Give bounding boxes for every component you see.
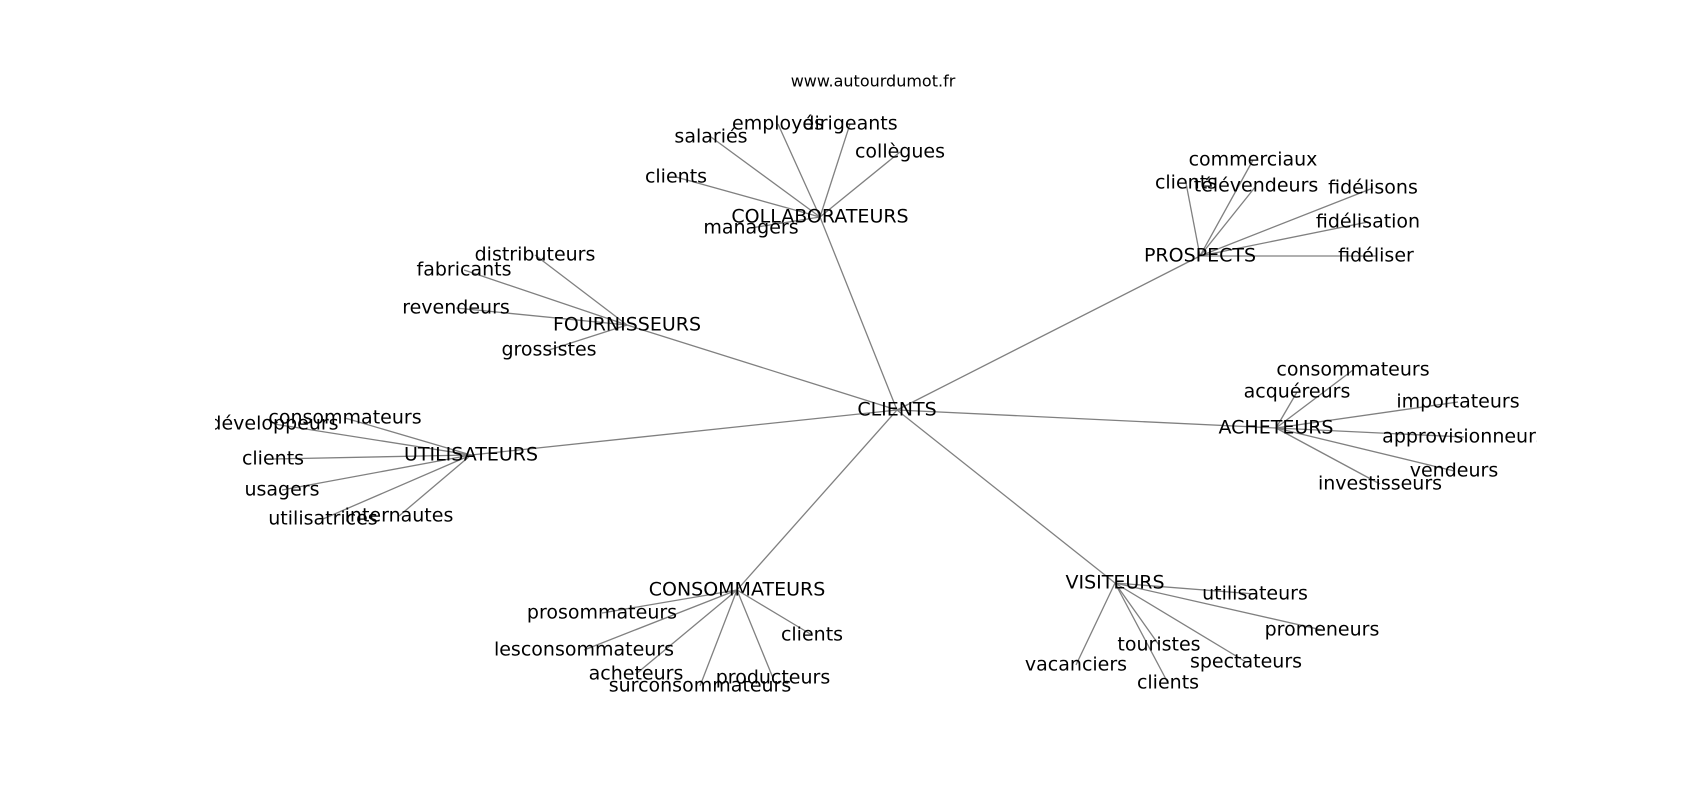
- leaf-node-label: spectateurs: [1190, 651, 1302, 673]
- edge-hub-to-leaf: [398, 454, 472, 517]
- edge-hub-to-leaf: [710, 136, 821, 218]
- edge-hub-to-leaf: [699, 589, 738, 687]
- edge-hub-to-leaf: [281, 454, 472, 491]
- edge-hub-to-leaf: [819, 123, 851, 218]
- edges: [272, 123, 1465, 687]
- edge-hub-to-leaf: [1114, 582, 1323, 631]
- leaf-node-label: consommateurs: [268, 407, 421, 429]
- edge-hub-to-leaf: [1275, 427, 1455, 472]
- leaf-node-label: usagers: [244, 479, 319, 501]
- edge-hub-to-leaf: [322, 454, 472, 520]
- edge-hub-to-leaf: [1275, 427, 1381, 485]
- leaf-node-label: lesconsommateurs: [494, 639, 674, 661]
- edge-hub-to-leaf: [534, 254, 628, 326]
- leaf-node-label: dirigeants: [802, 113, 897, 135]
- edge-hub-to-leaf: [819, 151, 901, 218]
- hub-node-label: COLLABORATEURS: [731, 206, 908, 228]
- hub-node-label: FOURNISSEURS: [553, 314, 701, 336]
- edge-hub-to-leaf: [1199, 187, 1374, 257]
- edge-hub-to-leaf: [1114, 582, 1256, 595]
- edge-hub-to-leaf: [1114, 582, 1169, 684]
- edge-hub-to-leaf: [1275, 401, 1459, 429]
- leaf-node-label: commerciaux: [1189, 149, 1318, 171]
- leaf-node-label: managers: [703, 217, 798, 239]
- hub-node-label: ACHETEURS: [1218, 417, 1333, 439]
- edge-center-to-hub: [470, 409, 898, 456]
- edge-hub-to-leaf: [736, 589, 774, 679]
- edge-hub-to-leaf: [1114, 582, 1160, 646]
- leaf-node-label: internautes: [345, 505, 454, 527]
- leaf-node-label: salariés: [674, 126, 747, 148]
- leaf-node-label: promeneurs: [1265, 619, 1380, 641]
- leaf-node-label: clients: [781, 624, 843, 646]
- edge-hub-to-leaf: [583, 589, 738, 651]
- leaf-node-label: investisseurs: [1318, 473, 1442, 495]
- edge-hub-to-leaf: [1185, 182, 1201, 257]
- leaf-node-label: consommateurs: [1276, 359, 1429, 381]
- edge-hub-to-leaf: [463, 269, 628, 326]
- edge-hub-to-leaf: [548, 324, 628, 351]
- leaf-node-label: producteurs: [716, 667, 831, 689]
- hub-node-label: VISITEURS: [1065, 572, 1164, 594]
- edge-hub-to-leaf: [455, 307, 628, 326]
- leaf-node-label: grossistes: [501, 339, 596, 361]
- leaf-node-label: clients: [645, 166, 707, 188]
- leaf-node-label: prosommateurs: [527, 602, 677, 624]
- watermark: www.autourdumot.fr: [791, 72, 956, 91]
- edge-hub-to-leaf: [736, 589, 813, 636]
- edge-hub-to-leaf: [1199, 185, 1257, 257]
- leaf-node-label: importateurs: [1396, 391, 1519, 413]
- hub-node-label: UTILISATEURS: [404, 444, 538, 466]
- leaf-node-label: utilisateurs: [1202, 583, 1308, 605]
- edge-hub-to-leaf: [635, 589, 738, 675]
- leaf-node-label: acheteurs: [589, 663, 684, 685]
- edge-hub-to-leaf: [344, 417, 472, 456]
- edge-hub-to-leaf: [1199, 159, 1254, 257]
- leaf-node-label: clients: [1155, 172, 1217, 194]
- node-labels: CLIENTS COLLABORATEURS salariésemployésdir…: [209, 113, 1546, 697]
- leaf-node-label: fabricants: [417, 259, 512, 281]
- leaf-node-label: vacanciers: [1025, 654, 1127, 676]
- edge-hub-to-leaf: [1275, 391, 1298, 429]
- edge-center-to-hub: [736, 409, 898, 591]
- leaf-node-label: fidélisons: [1328, 177, 1418, 199]
- edge-hub-to-leaf: [675, 176, 821, 218]
- center-node-label: CLIENTS: [857, 399, 936, 421]
- leaf-node-label: clients: [242, 448, 304, 470]
- edge-hub-to-leaf: [1075, 582, 1116, 666]
- leaf-node-label: développeurs: [209, 413, 338, 435]
- leaf-node-label: vendeurs: [1410, 460, 1498, 482]
- edge-hub-to-leaf: [273, 423, 472, 456]
- edge-hub-to-leaf: [1199, 221, 1369, 257]
- edge-hub-to-leaf: [750, 216, 821, 229]
- leaf-node-label: fidéliser: [1338, 245, 1414, 267]
- leaf-node-label: touristes: [1117, 634, 1200, 656]
- edge-center-to-hub: [896, 409, 1116, 584]
- edge-hub-to-leaf: [1275, 427, 1465, 438]
- leaf-node-label: employés: [732, 113, 824, 135]
- edge-center-to-hub: [896, 409, 1277, 429]
- hub-node-label: CONSOMMATEURS: [649, 579, 826, 601]
- edge-hub-to-leaf: [272, 454, 472, 460]
- edge-center-to-hub: [819, 216, 898, 411]
- leaf-node-label: approvisionneurs: [1382, 426, 1546, 448]
- leaf-node-label: fidélisation: [1316, 211, 1420, 233]
- edge-hub-to-leaf: [1275, 369, 1354, 429]
- leaf-node-label: acquéreurs: [1244, 381, 1351, 403]
- hub-node-label: PROSPECTS: [1144, 245, 1256, 267]
- leaf-node-label: collègues: [855, 141, 945, 163]
- edge-hub-to-leaf: [1114, 582, 1247, 663]
- leaf-node-label: télévendeurs: [1194, 175, 1319, 197]
- leaf-node-label: surconsommateurs: [609, 675, 792, 697]
- leaf-node-label: utilisatrices: [268, 508, 377, 530]
- edge-hub-to-leaf: [777, 123, 821, 218]
- edge-center-to-hub: [626, 324, 898, 411]
- leaf-node-label: revendeurs: [402, 297, 510, 319]
- leaf-node-label: clients: [1137, 672, 1199, 694]
- edge-center-to-hub: [896, 255, 1201, 411]
- leaf-node-label: distributeurs: [475, 244, 596, 266]
- edge-hub-to-leaf: [601, 589, 738, 614]
